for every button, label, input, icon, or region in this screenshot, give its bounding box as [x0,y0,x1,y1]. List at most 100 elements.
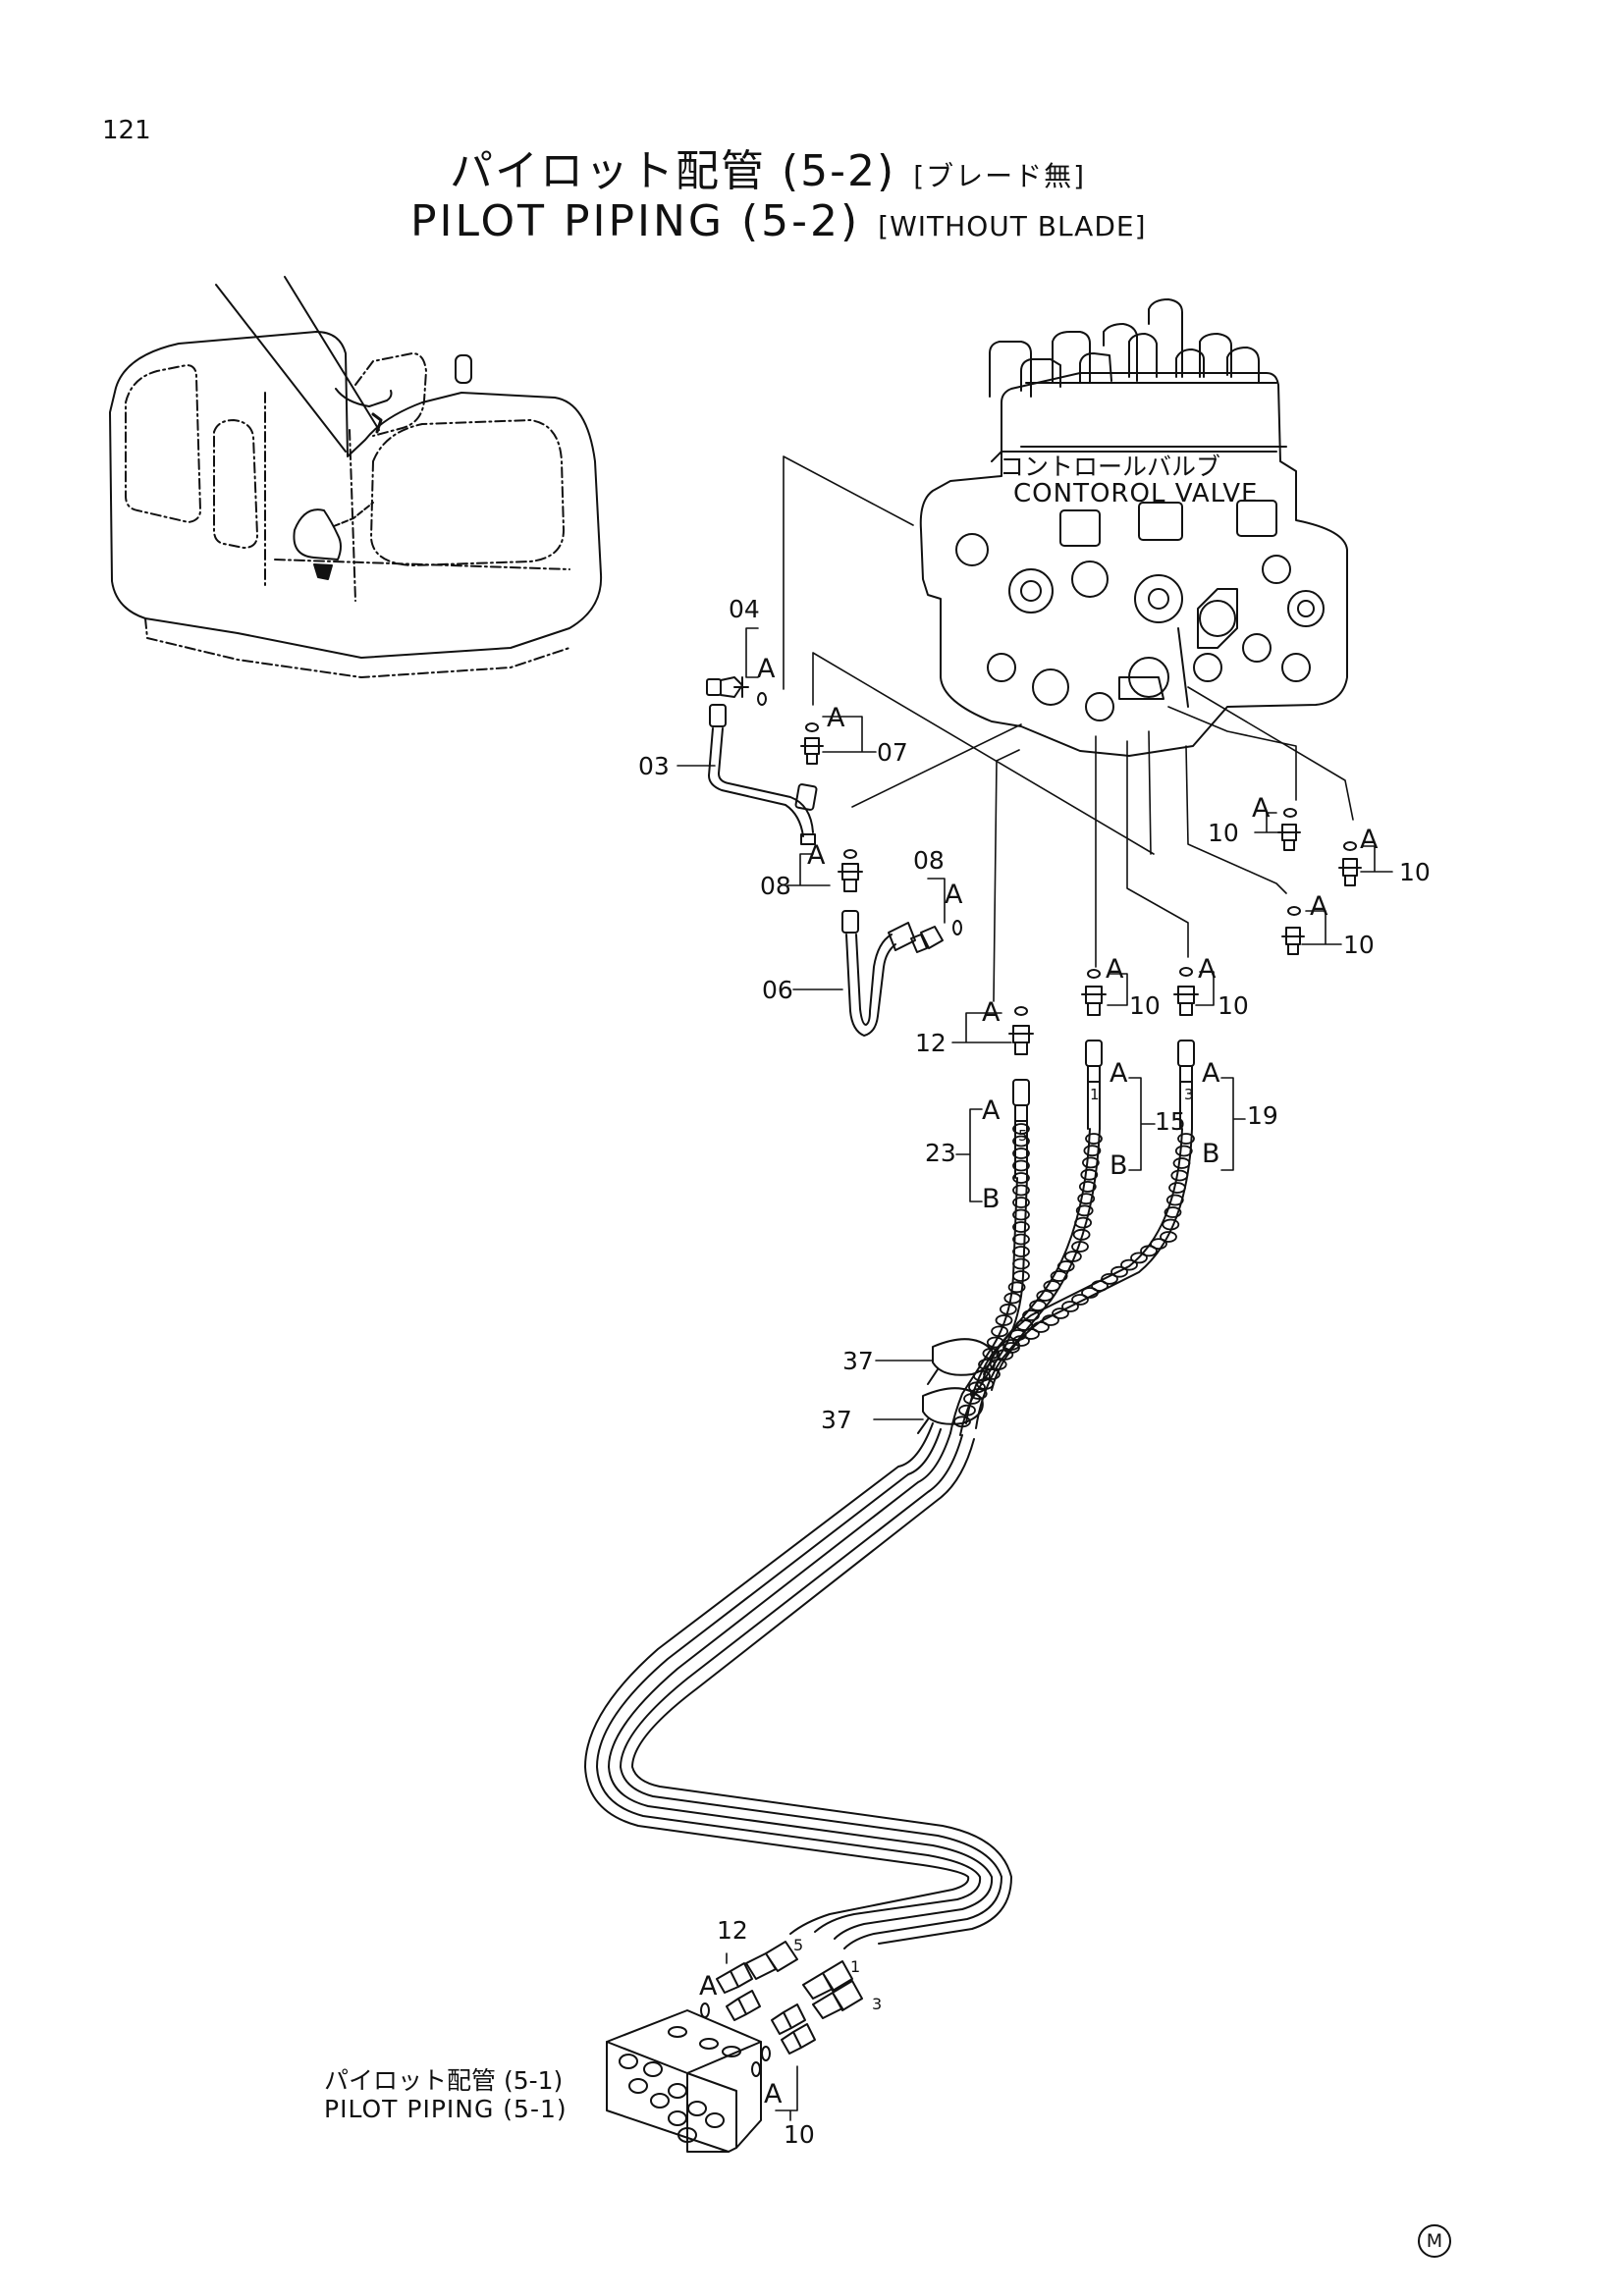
letter-a-10-upper-middle: A [1252,793,1271,824]
spring-guard-bead [1022,1309,1040,1321]
spring-guard-bead [989,1359,1007,1370]
spring-guard-bead [1110,1265,1128,1278]
callout-10-mid-a: 10 [1129,991,1161,1020]
spring-guard-bead [1042,1314,1059,1326]
letter-a-07: A [827,703,845,733]
spring-guard-bead [1012,1270,1030,1282]
spring-guard-bead [1170,1169,1189,1182]
spring-guard-bead [1177,1133,1195,1145]
callout-07: 07 [877,738,908,767]
corner-mark: M [1418,2224,1451,2258]
spring-guard-bead [1071,1241,1089,1253]
control-valve-label-japanese: コントロールバルブ [1000,453,1221,481]
spring-guard-bead [1172,1157,1191,1169]
callout-08-right: 08 [913,846,945,875]
letter-a-15: A [1110,1058,1128,1089]
spring-guard-bead [1008,1329,1027,1341]
spring-guard-bead [1130,1252,1148,1264]
fitting-10-right-lower [1281,906,1305,955]
spring-guard-bead [1032,1321,1050,1333]
letter-a-10-mid-b: A [1198,954,1217,985]
spring-guard-bead [1061,1301,1079,1312]
letter-a-23: A [982,1095,1001,1126]
clamp-37-upper [927,1338,994,1385]
callout-10-upper-right: 10 [1399,858,1431,886]
spring-guard-bead [1012,1257,1030,1270]
spring-guard-bead [1101,1273,1118,1285]
callout-12-top: 12 [915,1029,947,1057]
hose-03 [708,704,818,845]
spring-guard-bead [1075,1204,1094,1217]
hose-bundle [584,1128,1193,1949]
spring-guard-bead [1120,1258,1138,1271]
spring-guard-bead [1085,1133,1103,1145]
letter-a-10-upper-right: A [1360,825,1379,855]
spring-guard-bead [969,1388,988,1400]
hose-mark-1-top: 1 [1090,1086,1100,1103]
callout-23: 23 [925,1139,956,1167]
spring-guard-bead [1056,1260,1075,1272]
spring-guard-bead [1083,1145,1102,1157]
spring-guard-bead [1036,1290,1055,1302]
spring-guard-bead [1012,1208,1030,1221]
spring-guard-bead [1091,1280,1109,1292]
fitting-10-mid-a [1081,969,1107,1016]
letter-b-23: B [982,1184,1001,1214]
control-valve [919,298,1348,757]
hose-mark-5-top: 5 [1018,1127,1028,1145]
spring-guard-bead [1150,1238,1167,1250]
spring-guard-bead [1012,1246,1030,1257]
callout-12-bottom: 12 [717,1916,748,1945]
letter-a-08-left: A [807,840,826,871]
fitting-04 [706,676,767,706]
spring-guard-bead [1140,1245,1158,1257]
spring-guard-bead [1072,1228,1091,1241]
spring-guard-bead [1007,1281,1026,1294]
callout-10-upper-middle: 10 [1208,819,1239,847]
fitting-10-mid-b [1173,967,1199,1016]
spring-guard-bead [1077,1193,1096,1204]
letter-a-10-right-lower: A [1310,891,1328,922]
fitting-08-right [910,920,962,953]
spring-guard-bead [1081,1287,1099,1299]
leader-lines [783,455,1354,1002]
spring-guard-bead [1168,1182,1186,1194]
spring-guard-bead [1012,1123,1030,1135]
spring-guard-bead [1012,1184,1030,1197]
hose-mark-1-bottom: 1 [850,1957,861,1976]
spring-guard-bead [1162,1218,1180,1231]
spring-guard-bead [1080,1168,1099,1181]
letter-a-12-top: A [982,997,1001,1028]
clamp-37-lower [917,1387,984,1434]
spring-guard-bead [1015,1319,1034,1331]
page-title-japanese: パイロット配管 (5-2)[ブレード無] [450,135,1086,198]
spring-guard-bead [1052,1308,1069,1319]
bottom-hose-end-5 [745,1941,798,1980]
spring-guard-bead [1164,1206,1182,1218]
fitting-07 [800,722,824,765]
spring-guard-bead [983,1368,1001,1380]
spring-guard-bead [1165,1194,1184,1206]
hose-mark-3-top: 3 [1184,1086,1194,1103]
spring-guards [953,1123,1195,1428]
fitting-10-upper-middle [1277,808,1301,851]
spring-guard-bead [1012,1197,1030,1208]
spring-guard-bead [991,1325,1008,1338]
fitting-08-left [838,849,863,892]
spring-guard-bead [1002,1342,1020,1354]
spring-guard-bead [953,1415,971,1428]
callout-37-lower: 37 [821,1406,852,1434]
spring-guard-bead [1003,1292,1022,1305]
hose-mark-3-bottom: 3 [872,1995,883,2013]
callout-19: 19 [1247,1101,1278,1130]
callout-03: 03 [638,752,670,780]
letter-a-19: A [1202,1058,1220,1089]
letter-a-04: A [757,654,776,684]
callout-04: 04 [729,595,760,623]
title-english-text: PILOT PIPING (5-2) [410,196,861,246]
callout-10-mid-b: 10 [1218,991,1249,1020]
pilot-manifold-block [606,2009,762,2153]
spring-guard-bead [1043,1280,1061,1292]
spring-guard-bead [1078,1181,1097,1193]
